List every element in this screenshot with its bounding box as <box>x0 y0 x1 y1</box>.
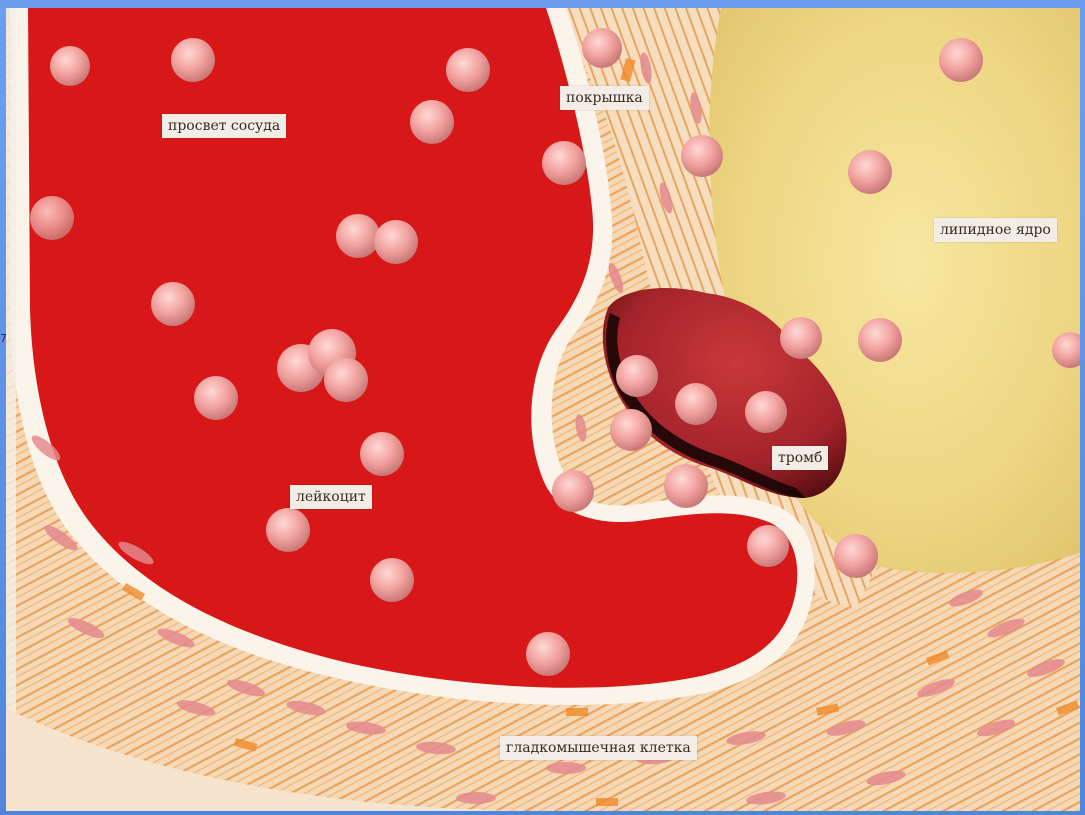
leukocyte-cell <box>266 508 310 552</box>
leukocyte-cell <box>542 141 586 185</box>
leukocyte-cell <box>848 150 892 194</box>
leukocyte-cell <box>446 48 490 92</box>
label-vessel-lumen: просвет сосуда <box>162 114 286 138</box>
leukocyte-cell <box>370 558 414 602</box>
label-fibrous-cap: покрышка <box>560 86 649 110</box>
left-edge-band <box>6 8 16 811</box>
leukocyte-cell <box>834 534 878 578</box>
label-lipid-core: липидное ядро <box>934 218 1057 242</box>
label-smooth-muscle-cell: гладкомышечная клетка <box>500 736 697 760</box>
leukocyte-cell <box>151 282 195 326</box>
leukocyte-cell <box>360 432 404 476</box>
leukocyte-cell <box>610 409 652 451</box>
leukocyte-cell <box>780 317 822 359</box>
leukocyte-cell <box>675 383 717 425</box>
leukocyte-cell <box>616 355 658 397</box>
atherosclerotic-plaque-illustration: просвет сосуда покрышка липидное ядро ле… <box>6 8 1080 811</box>
leukocyte-cell <box>324 358 368 402</box>
leukocyte-cell <box>374 220 418 264</box>
label-thrombus: тромб <box>772 446 828 470</box>
leukocyte-cell <box>681 135 723 177</box>
leukocyte-cell <box>745 391 787 433</box>
leukocyte-cell <box>526 632 570 676</box>
leukocyte-cell <box>50 46 90 86</box>
leukocyte-cell <box>171 38 215 82</box>
leukocyte-cell <box>336 214 380 258</box>
label-leukocyte: лейкоцит <box>290 485 372 509</box>
leukocyte-cell <box>194 376 238 420</box>
leukocyte-cell <box>939 38 983 82</box>
leukocyte-cell <box>582 28 622 68</box>
leukocyte-cell <box>552 470 594 512</box>
leukocyte-cell <box>410 100 454 144</box>
leukocyte-cell <box>30 196 74 240</box>
leukocyte-cell <box>664 464 708 508</box>
leukocyte-cell <box>858 318 902 362</box>
leukocyte-cell <box>747 525 789 567</box>
